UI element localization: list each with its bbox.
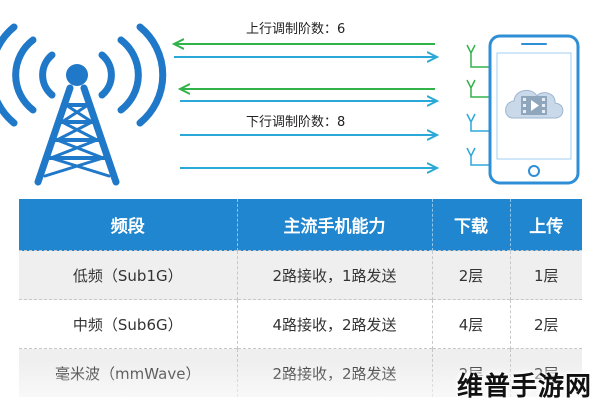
capability-cell: 4路接收，2路发送 (236, 299, 432, 349)
header-band: 频段 (19, 199, 237, 251)
header-phone-capability: 主流手机能力 (236, 199, 432, 251)
table-row: 低频（Sub1G） 2路接收，1路发送 2层 1层 (19, 250, 582, 300)
upload-cell: 2层 (509, 299, 582, 349)
antenna-icon (466, 44, 490, 98)
antenna-tower-icon (0, 23, 167, 186)
header-download: 下载 (431, 199, 510, 251)
band-cell: 中频（Sub6G） (19, 299, 237, 349)
uplink-order-label: 上行调制阶数：6 (246, 22, 345, 37)
table-row: 中频（Sub6G） 4路接收，2路发送 4层 2层 (19, 299, 582, 349)
upload-cell: 1层 (509, 250, 582, 300)
capability-cell: 2路接收，1路发送 (236, 250, 432, 300)
band-cell: 低频（Sub1G） (19, 250, 237, 300)
watermark: 维普手游网 (456, 372, 592, 402)
antenna-icon (466, 113, 490, 166)
header-upload: 上传 (509, 199, 582, 251)
download-cell: 2层 (431, 250, 510, 300)
downlink-order-label: 下行调制阶数：8 (246, 115, 345, 130)
cloud-video-icon (505, 89, 564, 119)
table-header-row: 频段 主流手机能力 下载 上传 (19, 199, 582, 251)
download-cell: 4层 (431, 299, 510, 349)
bottom-fade (19, 360, 582, 407)
